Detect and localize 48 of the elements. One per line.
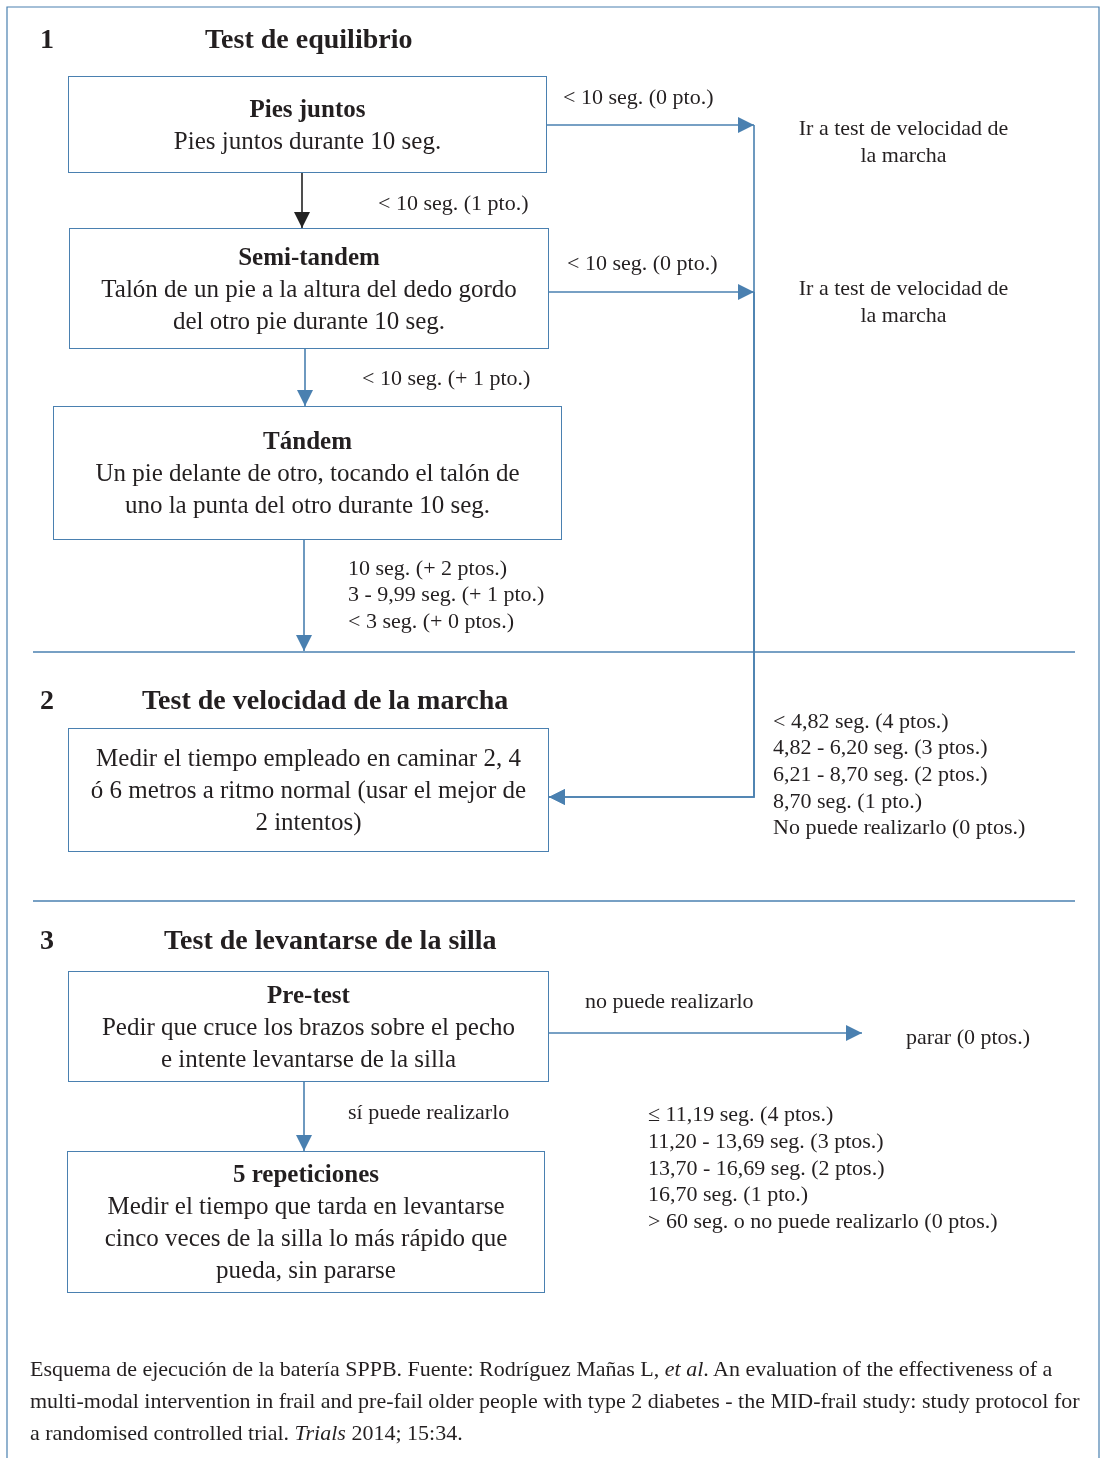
- section-heading: 2: [40, 686, 54, 713]
- section-heading: Test de levantarse de la silla: [164, 926, 497, 953]
- arrow: [548, 291, 755, 805]
- box-text: Medir el tiempo que tarda en levantarse cinco veces de la silla lo más rápido que pueda, sin pararse: [103, 1191, 509, 1285]
- caption: Esquema de ejecución de la batería SPPB. Fuente: Rodríguez Mañas L, et al. An evaluation of the effectiveness of a multi-modal intervention in frail and pre-fail older people with type 2 diabetes - the MID-frail study: study protocol for a randomised controlled trial. Trials 2014; 15:34.: [30, 1355, 1080, 1447]
- process-box: [69, 228, 549, 349]
- box-text: Medir el tiempo empleado en caminar 2, 4 ó 6 metros a ritmo normal (usar el mejor de 2 intentos): [89, 743, 528, 838]
- arrow: [548, 284, 755, 300]
- process-box: [68, 76, 547, 173]
- outcome-text: parar (0 ptos.): [905, 1022, 1031, 1050]
- score-text: No puede realizarlo (0 ptos.): [773, 813, 1026, 840]
- score-text: > 60 seg. o no puede realizarlo (0 ptos.): [648, 1207, 998, 1234]
- score-text: 4,82 - 6,20 seg. (3 ptos.): [773, 733, 988, 760]
- arrow: [296, 539, 312, 652]
- box-heading: 5 repeticiones: [231, 1159, 380, 1189]
- arrow: [548, 1025, 863, 1041]
- box-text: Pedir que cruce los brazos sobre el pecho e intente levantarse de la silla: [100, 1011, 516, 1074]
- section-heading: 1: [40, 25, 54, 52]
- arrow: [296, 1081, 312, 1152]
- section-heading: 3: [40, 926, 54, 953]
- process-box: [68, 971, 549, 1082]
- box-text: Pies juntos durante 10 seg.: [172, 125, 443, 156]
- score-text: 3 - 9,99 seg. (+ 1 pto.): [348, 580, 545, 607]
- score-text: 11,20 - 13,69 seg. (3 ptos.): [648, 1127, 884, 1154]
- outcome-text: Ir a test de velocidad de la marcha: [797, 274, 1010, 328]
- box-text: Un pie delante de otro, tocando el talón de uno la punta del otro durante 10 seg.: [94, 458, 521, 520]
- score-text: < 4,82 seg. (4 ptos.): [773, 707, 949, 734]
- outcome-text: Ir a test de velocidad de la marcha: [797, 114, 1010, 168]
- score-text: 10 seg. (+ 2 ptos.): [348, 554, 508, 581]
- section-heading: Test de velocidad de la marcha: [142, 686, 509, 713]
- box-heading: Semi-tandem: [237, 241, 381, 272]
- box-heading: Tándem: [262, 426, 353, 456]
- arrow: [297, 348, 313, 407]
- score-text: ≤ 11,19 seg. (4 ptos.): [648, 1100, 834, 1127]
- score-text: 16,70 seg. (1 pto.): [648, 1180, 809, 1207]
- process-box: [67, 1151, 545, 1293]
- score-text: < 3 seg. (+ 0 ptos.): [348, 607, 514, 634]
- arrow: [294, 172, 310, 229]
- score-text: 6,21 - 8,70 seg. (2 ptos.): [773, 760, 988, 787]
- process-box: [53, 406, 562, 540]
- score-text: 8,70 seg. (1 pto.): [773, 787, 923, 814]
- score-text: 13,70 - 16,69 seg. (2 ptos.): [648, 1154, 885, 1181]
- box-text: Talón de un pie a la altura del dedo gordo del otro pie durante 10 seg.: [100, 273, 518, 336]
- box-heading: Pre-test: [266, 979, 351, 1010]
- box-heading: Pies juntos: [248, 93, 367, 124]
- section-heading: Test de equilibrio: [205, 25, 413, 52]
- process-box: [68, 728, 549, 852]
- arrow: [546, 117, 755, 133]
